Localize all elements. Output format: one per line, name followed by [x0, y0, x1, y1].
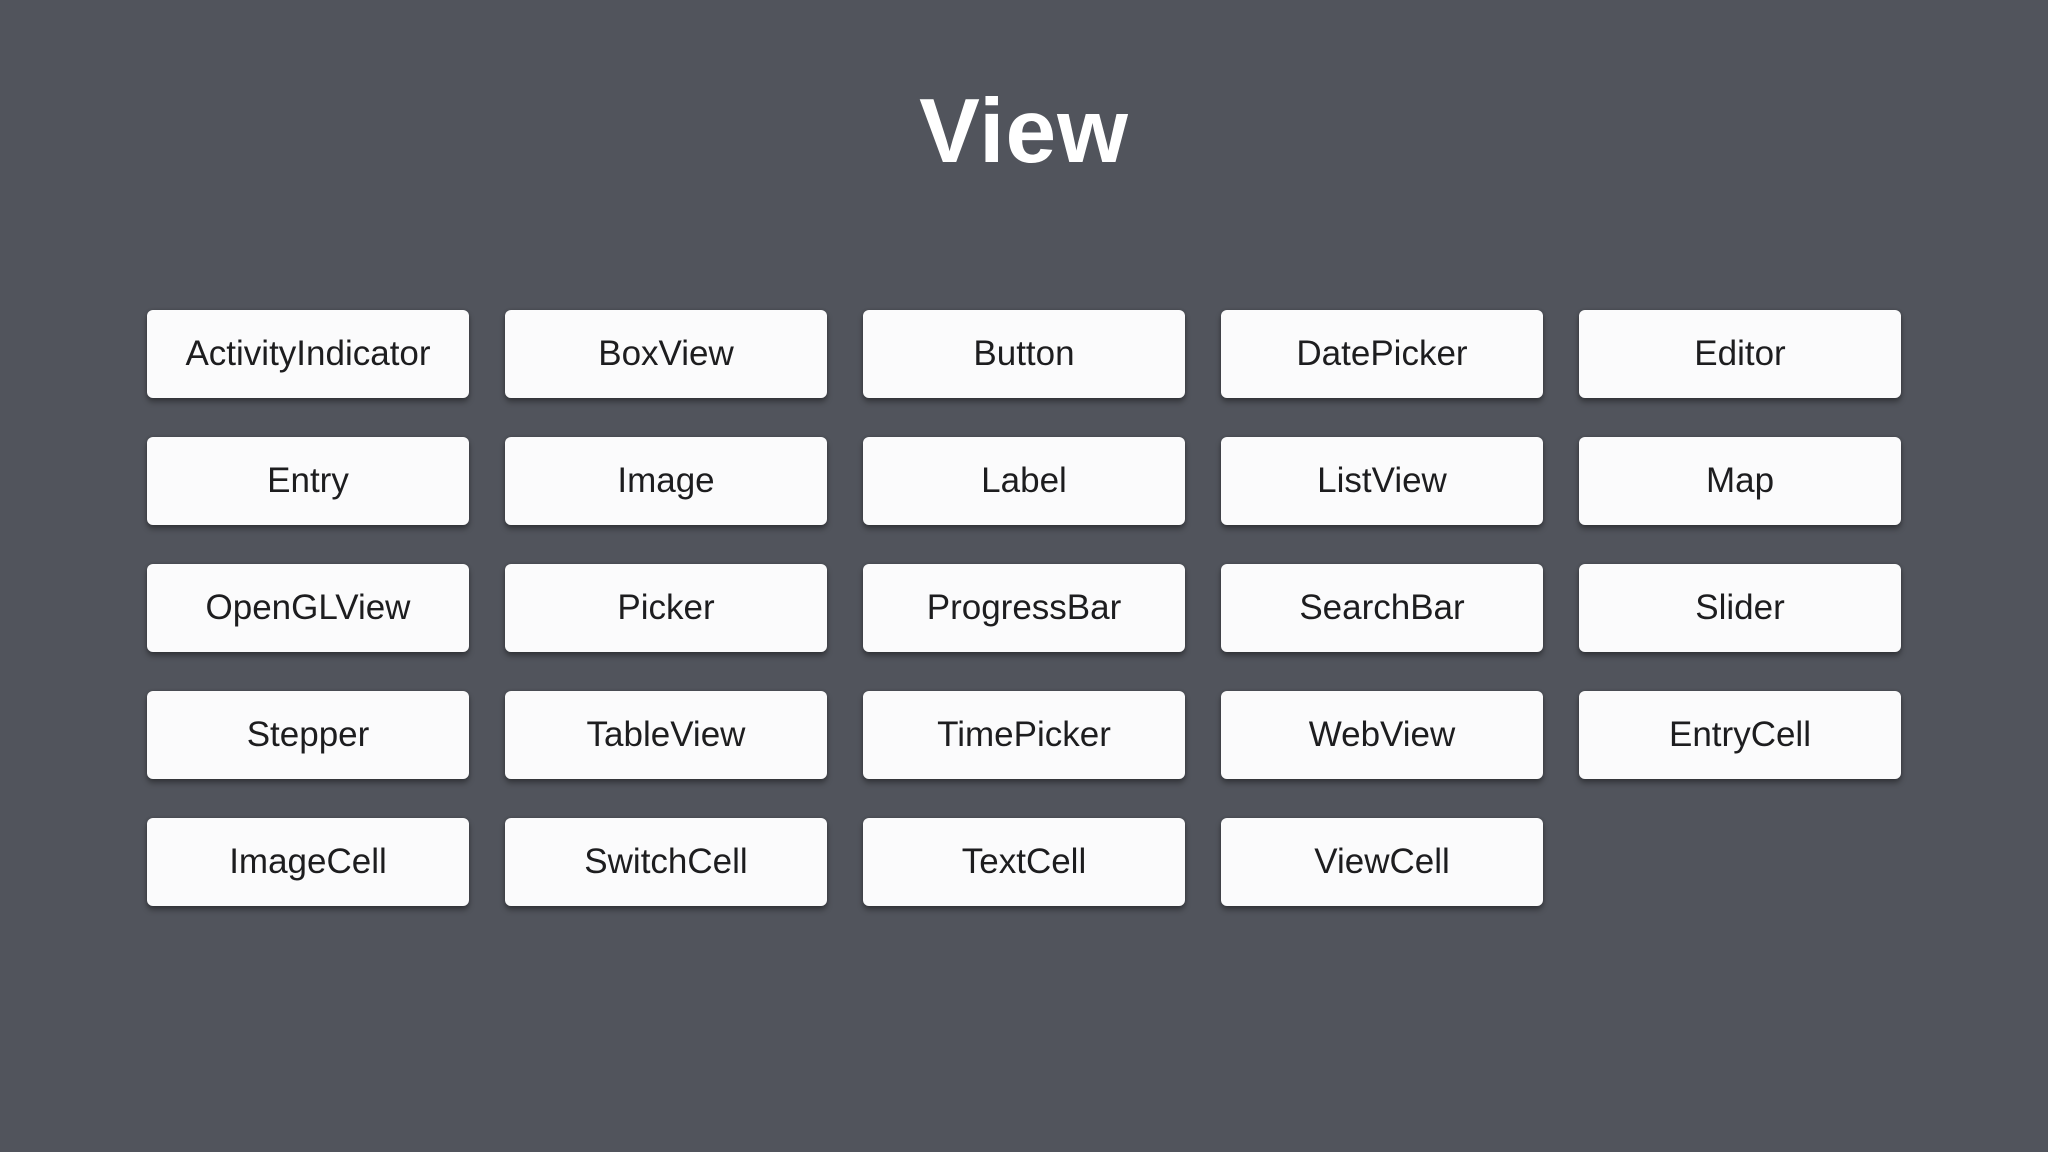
view-button-searchbar[interactable]: SearchBar: [1221, 564, 1543, 652]
view-button-label[interactable]: Label: [863, 437, 1185, 525]
view-button-viewcell[interactable]: ViewCell: [1221, 818, 1543, 906]
page-title: View: [919, 81, 1129, 182]
view-grid: ActivityIndicator BoxView Button DatePicker…: [147, 310, 1901, 906]
view-button-activityindicator[interactable]: ActivityIndicator: [147, 310, 469, 398]
view-button-listview[interactable]: ListView: [1221, 437, 1543, 525]
view-button-picker[interactable]: Picker: [505, 564, 827, 652]
view-button-webview[interactable]: WebView: [1221, 691, 1543, 779]
view-button-textcell[interactable]: TextCell: [863, 818, 1185, 906]
view-button-editor[interactable]: Editor: [1579, 310, 1901, 398]
view-button-button[interactable]: Button: [863, 310, 1185, 398]
view-button-boxview[interactable]: BoxView: [505, 310, 827, 398]
view-button-entry[interactable]: Entry: [147, 437, 469, 525]
view-button-progressbar[interactable]: ProgressBar: [863, 564, 1185, 652]
view-button-datepicker[interactable]: DatePicker: [1221, 310, 1543, 398]
view-button-tableview[interactable]: TableView: [505, 691, 827, 779]
view-button-switchcell[interactable]: SwitchCell: [505, 818, 827, 906]
view-button-map[interactable]: Map: [1579, 437, 1901, 525]
view-button-stepper[interactable]: Stepper: [147, 691, 469, 779]
view-button-openglview[interactable]: OpenGLView: [147, 564, 469, 652]
view-button-timepicker[interactable]: TimePicker: [863, 691, 1185, 779]
view-button-entrycell[interactable]: EntryCell: [1579, 691, 1901, 779]
view-button-imagecell[interactable]: ImageCell: [147, 818, 469, 906]
view-button-slider[interactable]: Slider: [1579, 564, 1901, 652]
view-button-image[interactable]: Image: [505, 437, 827, 525]
